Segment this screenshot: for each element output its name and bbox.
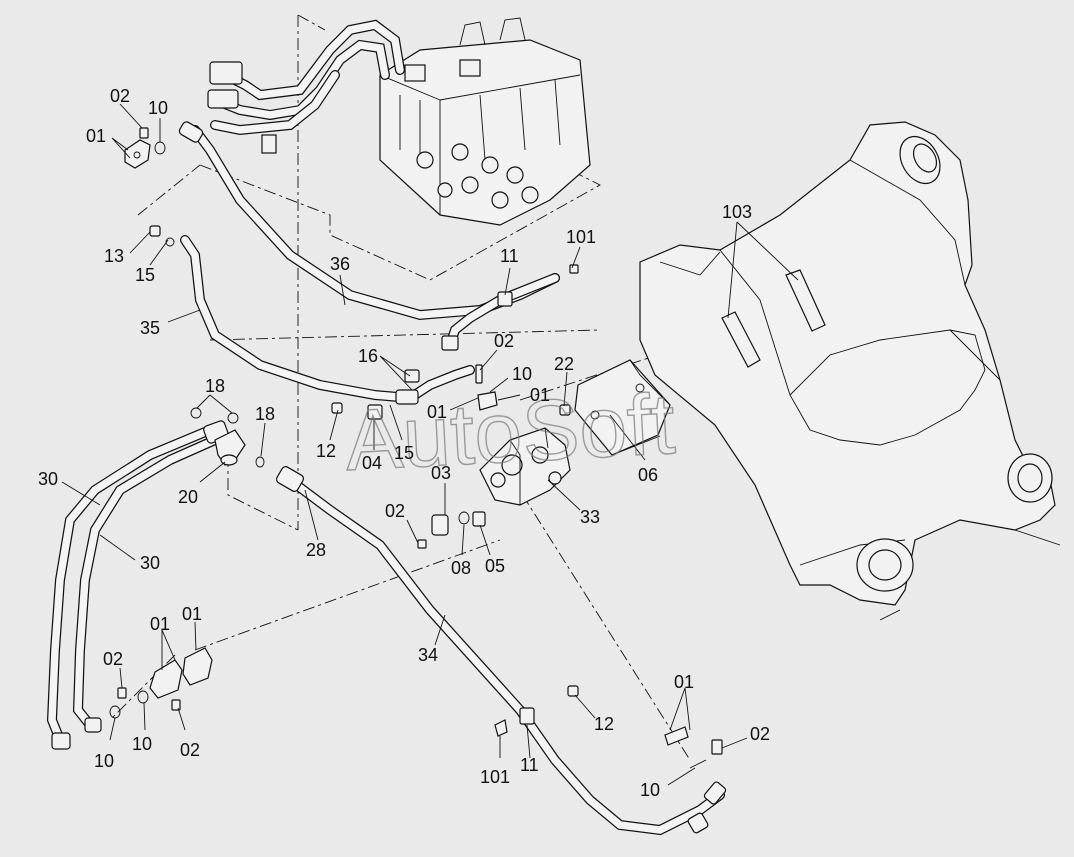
callout-13: 13 [104,246,124,266]
callout-10: 10 [640,780,660,800]
callout-101: 101 [566,227,596,247]
callout-101: 101 [480,767,510,787]
callout-04: 04 [362,453,382,473]
mounting-plate-06 [574,359,671,456]
callout-01: 01 [530,385,550,405]
callout-35: 35 [140,318,160,338]
callout-labels: 02 10 01 13 15 35 36 11 101 103 16 02 10… [38,86,770,800]
callout-02: 02 [110,86,130,106]
callout-36: 36 [330,254,350,274]
callout-10: 10 [148,98,168,118]
callout-18: 18 [205,376,225,396]
callout-06: 06 [638,465,658,485]
callout-15: 15 [394,443,414,463]
callout-30: 30 [38,469,58,489]
bracket-103 [721,269,826,368]
hose-36 [178,121,560,351]
callout-08: 08 [451,558,471,578]
callout-10: 10 [512,364,532,384]
callout-10: 10 [94,751,114,771]
callout-10: 10 [132,734,152,754]
callout-30: 30 [140,553,160,573]
callout-22: 22 [554,354,574,374]
callout-11: 11 [500,246,519,266]
callout-01: 01 [674,672,694,692]
callout-02: 02 [494,331,514,351]
callout-18: 18 [255,404,275,424]
small-fittings [109,127,723,769]
callout-15: 15 [135,265,155,285]
callout-05: 05 [485,556,505,576]
valve-33 [479,427,571,506]
callout-12: 12 [594,714,614,734]
hose-35 [180,235,475,405]
rigid-tubes [207,19,405,154]
callout-11: 11 [520,755,539,775]
callout-02: 02 [180,740,200,760]
boom-frame [639,121,1061,621]
callout-16: 16 [358,346,378,366]
callout-12: 12 [316,441,336,461]
callout-01: 01 [150,614,170,634]
callout-03: 03 [431,463,451,483]
callout-20: 20 [178,487,198,507]
callout-34: 34 [418,645,438,665]
callout-01: 01 [86,126,106,146]
callout-02: 02 [103,649,123,669]
callout-33: 33 [580,507,600,527]
hose-34 [275,466,727,836]
callout-02: 02 [385,501,405,521]
hoses-30 [46,420,229,750]
callout-01: 01 [182,604,202,624]
watermark-text: AutoSoft [343,376,678,489]
callout-28: 28 [306,540,326,560]
leader-lines [61,103,799,786]
callout-01: 01 [427,402,447,422]
control-valve-block [379,17,591,226]
callout-02: 02 [750,724,770,744]
callout-103: 103 [722,202,752,222]
